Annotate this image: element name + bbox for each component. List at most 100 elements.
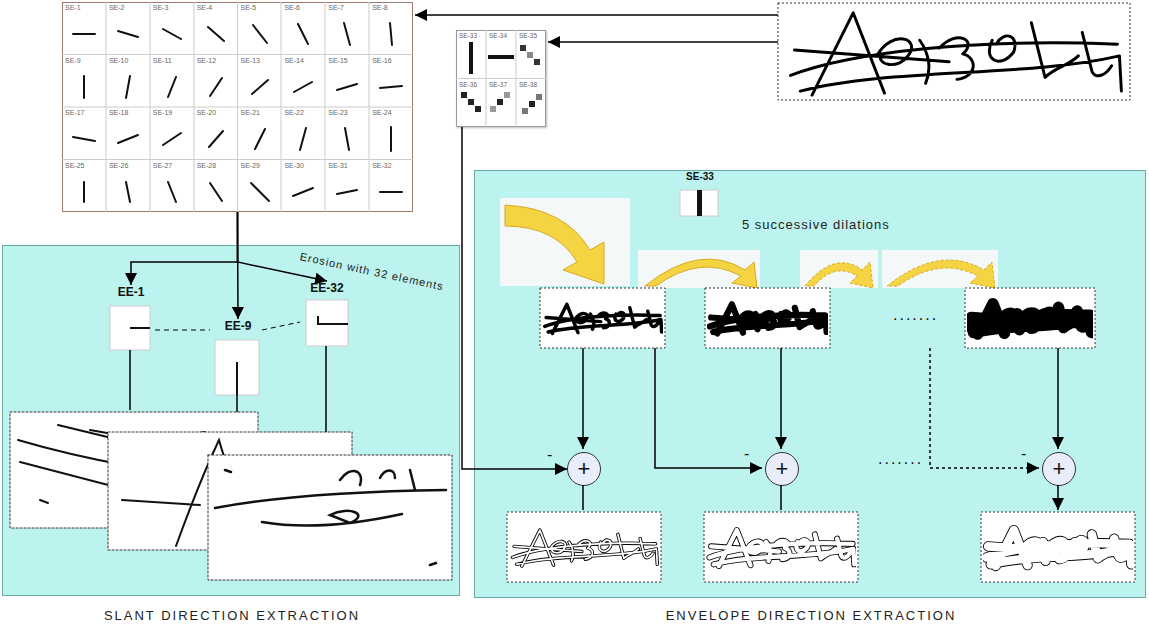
element-label: SE-28 xyxy=(197,162,237,169)
element-name: EE-32 xyxy=(301,281,353,295)
ellipsis: ....... xyxy=(878,450,923,468)
dilation-arrows xyxy=(500,198,630,286)
panel-caption: ENVELOPE DIRECTION EXTRACTION xyxy=(475,608,1147,623)
element-label: SE-20 xyxy=(197,109,237,116)
ellipsis: ....... xyxy=(893,306,938,324)
set-icons xyxy=(520,45,526,51)
set-icons xyxy=(522,108,528,114)
set-icons xyxy=(529,101,535,107)
element-label: SE-31 xyxy=(328,162,368,169)
envelope-images xyxy=(704,512,858,582)
dilated-images xyxy=(540,288,665,348)
subtraction-lines xyxy=(1057,348,1059,449)
dilation-arrows xyxy=(887,260,995,288)
element-label: SE-1 xyxy=(65,4,105,11)
element-label: SE-34 xyxy=(489,32,515,39)
signature-input xyxy=(778,3,1130,100)
element-label: SE-8 xyxy=(372,4,412,11)
set-icons xyxy=(468,99,474,105)
dilated-images xyxy=(965,288,1095,348)
element-label: SE-38 xyxy=(519,81,545,88)
difference-node: + xyxy=(567,452,601,486)
set-icons xyxy=(490,106,496,112)
element-label: SE-18 xyxy=(109,109,149,116)
dilation-arrows xyxy=(638,250,760,288)
envelope-images xyxy=(709,530,854,566)
set-icons xyxy=(497,99,503,105)
element-label: SE-37 xyxy=(489,81,515,88)
element-label: SE-7 xyxy=(328,4,368,11)
dilated-images xyxy=(705,288,830,348)
dilation-arrows xyxy=(800,250,878,288)
element-label: SE-24 xyxy=(372,109,412,116)
dilation-element-image xyxy=(697,190,702,216)
set-icons xyxy=(456,30,546,127)
element-label: SE-23 xyxy=(328,109,368,116)
operator-symbol: + xyxy=(766,453,798,484)
element-label: SE-33 xyxy=(459,32,485,39)
operator-symbol: + xyxy=(568,453,600,484)
element-label: SE-36 xyxy=(459,81,485,88)
set-icons xyxy=(527,52,533,58)
dilation-element-image xyxy=(680,190,718,216)
set-icons xyxy=(475,106,481,112)
element-name: EE-1 xyxy=(101,285,161,299)
element-label: SE-21 xyxy=(241,109,281,116)
subtraction-lines xyxy=(780,348,782,449)
flow-connector xyxy=(238,212,328,281)
flow-connector xyxy=(462,127,567,469)
operator-symbol: + xyxy=(1043,453,1075,484)
dilated-images xyxy=(545,304,662,333)
input-arrows xyxy=(415,14,778,16)
dilated-images xyxy=(540,288,1095,348)
operator-sign: - xyxy=(547,446,552,464)
erosion-element-images xyxy=(130,327,150,329)
signature-input xyxy=(791,13,1122,95)
element-label: SE-10 xyxy=(109,57,149,64)
set-icons xyxy=(504,92,510,98)
input-arrows xyxy=(548,41,778,43)
dilated-images xyxy=(710,304,827,333)
set-icons xyxy=(488,55,514,59)
element-label: SE-30 xyxy=(284,162,324,169)
envelope-images xyxy=(512,530,657,566)
dilation-arrows xyxy=(645,259,757,288)
element-label: SE-19 xyxy=(153,109,193,116)
element-label: SE-14 xyxy=(284,57,324,64)
signature-input xyxy=(778,3,1130,100)
flow-connector xyxy=(131,212,238,285)
element-label: SE-16 xyxy=(372,57,412,64)
element-label: SE-11 xyxy=(153,57,193,64)
element-label: SE-25 xyxy=(65,162,105,169)
dilation-arrows xyxy=(882,250,998,288)
erosion-element-images xyxy=(215,340,259,395)
annotation: 5 successive dilations xyxy=(742,217,890,232)
element-label: SE-13 xyxy=(241,57,281,64)
envelope-images xyxy=(709,530,854,566)
envelope-images xyxy=(986,530,1131,566)
grid-lines xyxy=(62,2,413,212)
envelope-images xyxy=(512,530,657,566)
set-icons xyxy=(469,42,473,74)
element-label: SE-15 xyxy=(328,57,368,64)
erosion-element-images xyxy=(110,306,150,350)
element-label: SE-4 xyxy=(197,4,237,11)
erosion-element-images xyxy=(236,362,238,395)
element-label: SE-6 xyxy=(284,4,324,11)
operator-sign: - xyxy=(1021,445,1026,463)
element-label: SE-35 xyxy=(519,32,545,39)
eroded-images xyxy=(215,470,446,565)
dilation-arrows xyxy=(805,262,873,288)
element-name: SE-33 xyxy=(677,171,723,182)
erosion-element-images xyxy=(306,300,348,346)
envelope-images xyxy=(507,512,661,582)
set-icons xyxy=(536,94,542,100)
element-label: SE-22 xyxy=(284,109,324,116)
envelope-images xyxy=(981,512,1135,582)
grid-lines xyxy=(62,2,413,212)
input-arrows xyxy=(415,15,778,42)
element-label: SE-3 xyxy=(153,4,193,11)
dilation-arrows xyxy=(505,205,604,284)
subtraction-lines xyxy=(582,348,584,449)
